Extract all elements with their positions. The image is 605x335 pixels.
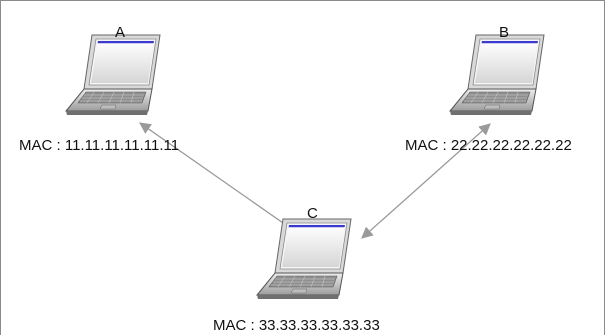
node-c-label: C <box>307 205 318 222</box>
link-a-c <box>139 122 307 240</box>
node-a-mac: MAC : 11.11.11.11.11.11 <box>19 137 180 154</box>
node-c-mac: MAC : 33.33.33.33.33.33 <box>213 317 380 334</box>
node-b-label: B <box>499 24 510 41</box>
laptop-icon <box>448 31 548 121</box>
laptop-icon <box>255 215 355 305</box>
node-a-label: A <box>115 24 126 41</box>
node-b-mac: MAC : 22.22.22.22.22.22 <box>405 137 572 154</box>
link-b-c <box>361 123 491 239</box>
laptop-icon <box>64 31 164 121</box>
